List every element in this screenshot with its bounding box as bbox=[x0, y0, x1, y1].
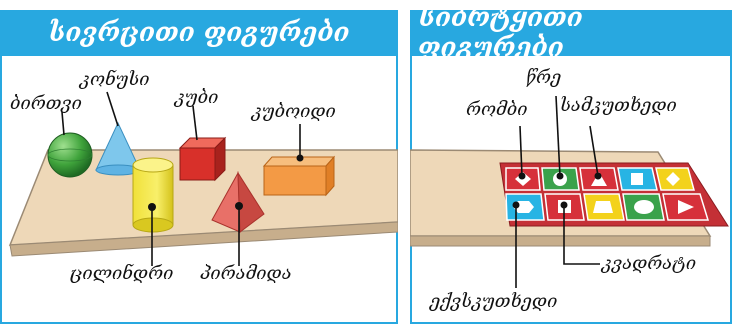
card-hexagon bbox=[505, 193, 545, 221]
card-square-yellow bbox=[655, 167, 695, 191]
plane-figures-header: სიბრტყითი ფიგურები bbox=[410, 3, 732, 63]
triangle-label: სამკუთხედი bbox=[560, 95, 677, 116]
solid-figures-panel: სივრცითი ფიგურები bbox=[0, 10, 398, 324]
cuboid-shape bbox=[262, 155, 336, 197]
rhombus-label: რომბი bbox=[466, 99, 528, 120]
plane-leader-lines bbox=[515, 95, 600, 288]
card-trapezoid bbox=[583, 193, 625, 221]
sphere-label: ბირთვი bbox=[10, 93, 82, 114]
solid-leader-lines bbox=[61, 91, 301, 266]
pyramid-label: პირამიდა bbox=[200, 263, 292, 284]
circle-label: წრე bbox=[526, 67, 562, 88]
square-label: კვადრატი bbox=[602, 253, 697, 274]
cone-label: კონუსი bbox=[80, 69, 150, 90]
card-square-cyan bbox=[617, 167, 658, 191]
plane-figures-scene bbox=[410, 95, 729, 288]
cube-shape bbox=[178, 136, 227, 182]
plane-figures-title: სიბრტყითი ფიგურები bbox=[418, 3, 583, 63]
cube-label: კუბი bbox=[175, 87, 219, 108]
hexagon-label: ექვსკუთხედი bbox=[430, 291, 558, 312]
cuboid-label: კუბოიდი bbox=[252, 101, 336, 122]
solid-figures-title: სივრცითი ფიგურები bbox=[48, 18, 350, 48]
cylinder-shape bbox=[132, 157, 174, 233]
cylinder-label: ცილინდრი bbox=[70, 263, 174, 284]
solid-figures-scene bbox=[8, 91, 398, 266]
card-oval bbox=[622, 193, 665, 221]
card-arrow bbox=[662, 193, 710, 221]
plane-figures-panel: სიბრტყითი ფიგურები bbox=[410, 0, 732, 324]
solid-figures-header: სივრცითი ფიგურები bbox=[0, 10, 398, 56]
sphere-shape bbox=[47, 132, 93, 178]
